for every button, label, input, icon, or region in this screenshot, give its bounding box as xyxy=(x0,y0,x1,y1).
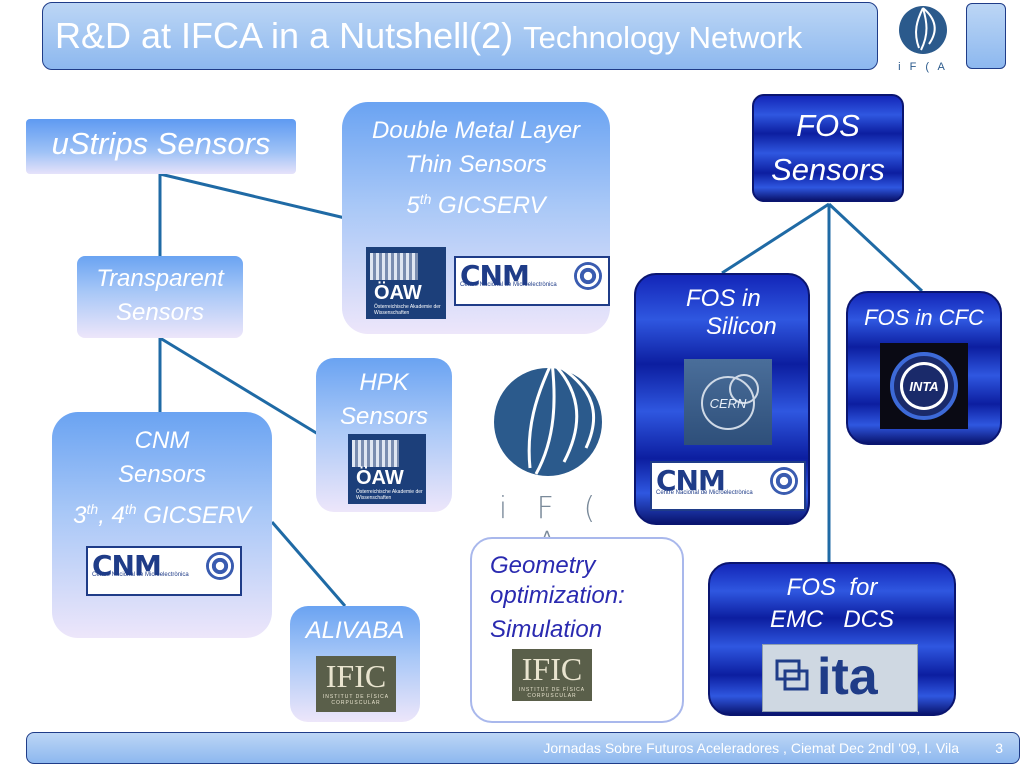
cnm-logo-2: CNM Centre Nacional de Microelectrònica xyxy=(86,546,242,596)
gicserv5-rest: GICSERV xyxy=(431,192,546,219)
fos-silicon-line2: Silicon xyxy=(706,313,777,340)
cnm-logo-3: CNM Centre Nacional de Microelectrònica xyxy=(650,461,806,511)
transparent-line2: Sensors xyxy=(115,299,205,326)
cern-logo-text: CERN xyxy=(710,396,747,411)
page-number: 3 xyxy=(995,740,1003,756)
cnm-logo-2-sub: Centre Nacional de Microelectrònica xyxy=(92,572,189,578)
hpk-line2: Sensors xyxy=(339,403,429,430)
line-transparent-hpk xyxy=(159,336,319,436)
cnm-logo: CNM Centre Nacional de Microelectrònica xyxy=(454,256,610,306)
ita-emblem-icon xyxy=(775,659,809,691)
node-hpk-sensors: HPK Sensors ÖAW Österreichische Akademie… xyxy=(316,358,452,512)
node-alivaba: ALIVABA IFIC INSTITUT DE FÍSICA CORPUSCU… xyxy=(290,606,420,722)
node-cnm-sensors: CNM Sensors 3th, 4th GICSERV CNM Centre … xyxy=(52,412,272,638)
geometry-line1: Geometry xyxy=(490,552,596,579)
cnm-logo-sub: Centre Nacional de Microelectrònica xyxy=(460,282,557,288)
gicserv5-sup: th xyxy=(419,191,432,207)
fos-cfc-label: FOS in CFC xyxy=(864,305,984,330)
inta-logo: INTA xyxy=(880,343,968,429)
ita-logo: ita xyxy=(762,644,918,712)
ita-logo-text: ita xyxy=(817,648,878,706)
node-transparent-sensors: Transparent Sensors xyxy=(77,256,243,338)
node-ustrips-label: uStrips Sensors xyxy=(51,126,271,161)
cnm-emblem-icon xyxy=(206,552,234,580)
ific-logo-2-sub: INSTITUT DE FÍSICA CORPUSCULAR xyxy=(518,687,586,699)
gicserv34-b-sup: th xyxy=(124,501,137,517)
ifca-emblem-large-icon xyxy=(494,360,602,476)
gicserv34-a-sup: th xyxy=(86,501,99,517)
line-ustrips-doublemetal xyxy=(159,172,346,220)
ifca-emblem-icon xyxy=(899,6,947,54)
ifca-logo-large: i F ( A xyxy=(490,358,614,561)
cnm-emblem-icon xyxy=(574,262,602,290)
line-fos-silicon xyxy=(721,202,830,275)
page-title: R&D at IFCA in a Nutshell(2) Technology … xyxy=(42,2,878,70)
cnm-sensors-line2: Sensors xyxy=(117,461,207,488)
inta-emblem-icon: INTA xyxy=(890,352,958,420)
oaw-logo: ÖAW Österreichische Akademie der Wissens… xyxy=(366,247,446,319)
cnm-sensors-line1: CNM xyxy=(134,427,190,454)
cern-logo: CERN xyxy=(684,359,772,445)
ifca-logo-small: i F ( A xyxy=(893,4,953,74)
node-fos-sensors: FOS Sensors xyxy=(752,94,904,202)
footer-bar: Jornadas Sobre Futuros Aceleradores , Ci… xyxy=(26,732,1020,764)
oaw-logo-hpk-sub: Österreichische Akademie der Wissenschaf… xyxy=(356,489,423,501)
inta-logo-text: INTA xyxy=(909,379,938,394)
ific-logo-word: IFIC xyxy=(325,658,387,694)
cnm-logo-word: CNM xyxy=(460,259,530,292)
oaw-logo-hpk: ÖAW Österreichische Akademie der Wissens… xyxy=(348,434,426,504)
double-metal-line3: 5th GICSERV xyxy=(342,182,610,223)
ific-logo: IFIC INSTITUT DE FÍSICA CORPUSCULAR xyxy=(316,656,396,712)
alivaba-label: ALIVABA xyxy=(305,617,405,644)
oaw-logo-hpk-word: ÖAW xyxy=(356,467,404,489)
geometry-line2: optimization: xyxy=(490,582,625,609)
double-metal-line2: Thin Sensors xyxy=(405,151,547,178)
node-fos-cfc: FOS in CFC INTA xyxy=(846,291,1002,445)
gicserv34-mid: , 4 xyxy=(98,502,125,529)
line-cnm-alivaba xyxy=(270,521,347,607)
node-fos-silicon: FOS in Silicon CERN CNM Centre Nacional … xyxy=(634,273,810,525)
ific-logo-sub: INSTITUT DE FÍSICA CORPUSCULAR xyxy=(322,694,390,706)
title-main: R&D at IFCA in a Nutshell(2) xyxy=(55,15,514,56)
node-geometry-optimization: Geometry optimization: Simulation IFIC I… xyxy=(470,537,684,723)
gicserv5-num: 5 xyxy=(406,192,420,219)
gicserv34-a: 3 xyxy=(73,502,87,529)
geometry-line3: Simulation xyxy=(490,616,603,643)
cnm-logo-2-word: CNM xyxy=(92,549,162,582)
node-ustrips-sensors: uStrips Sensors xyxy=(26,119,296,174)
footer-text: Jornadas Sobre Futuros Aceleradores , Ci… xyxy=(543,740,959,756)
node-double-metal: Double Metal Layer Thin Sensors 5th GICS… xyxy=(342,102,610,334)
line-fos-cfc xyxy=(827,202,924,293)
fos-silicon-line1: FOS in xyxy=(686,285,761,312)
gicserv34-rest: GICSERV xyxy=(136,502,251,529)
transparent-line1: Transparent xyxy=(96,265,224,292)
cnm-emblem-icon xyxy=(770,467,798,495)
cnm-logo-3-word: CNM xyxy=(656,464,726,497)
oaw-logo-sub: Österreichische Akademie der Wissenschaf… xyxy=(374,304,441,316)
title-sub: Technology Network xyxy=(523,20,803,55)
cnm-logo-3-sub: Centre Nacional de Microelectrònica xyxy=(656,490,753,496)
fos-emc-line1: FOS for xyxy=(786,574,878,601)
fos-line2: Sensors xyxy=(771,152,885,187)
double-metal-line1: Double Metal Layer xyxy=(371,117,581,144)
cern-emblem-icon: CERN xyxy=(701,374,759,430)
hpk-line1: HPK xyxy=(359,369,409,396)
ifca-logo-small-text: i F ( A xyxy=(898,61,948,73)
corner-tab xyxy=(966,3,1006,69)
node-fos-emc: FOS for EMC DCS ita xyxy=(708,562,956,716)
ific-logo-2: IFIC INSTITUT DE FÍSICA CORPUSCULAR xyxy=(512,649,592,701)
fos-emc-line2: EMC DCS xyxy=(769,606,894,633)
ific-logo-2-word: IFIC xyxy=(521,651,583,687)
fos-line1: FOS xyxy=(796,108,860,143)
cnm-sensors-line3: 3th, 4th GICSERV xyxy=(52,492,272,533)
oaw-logo-word: ÖAW xyxy=(374,282,422,304)
